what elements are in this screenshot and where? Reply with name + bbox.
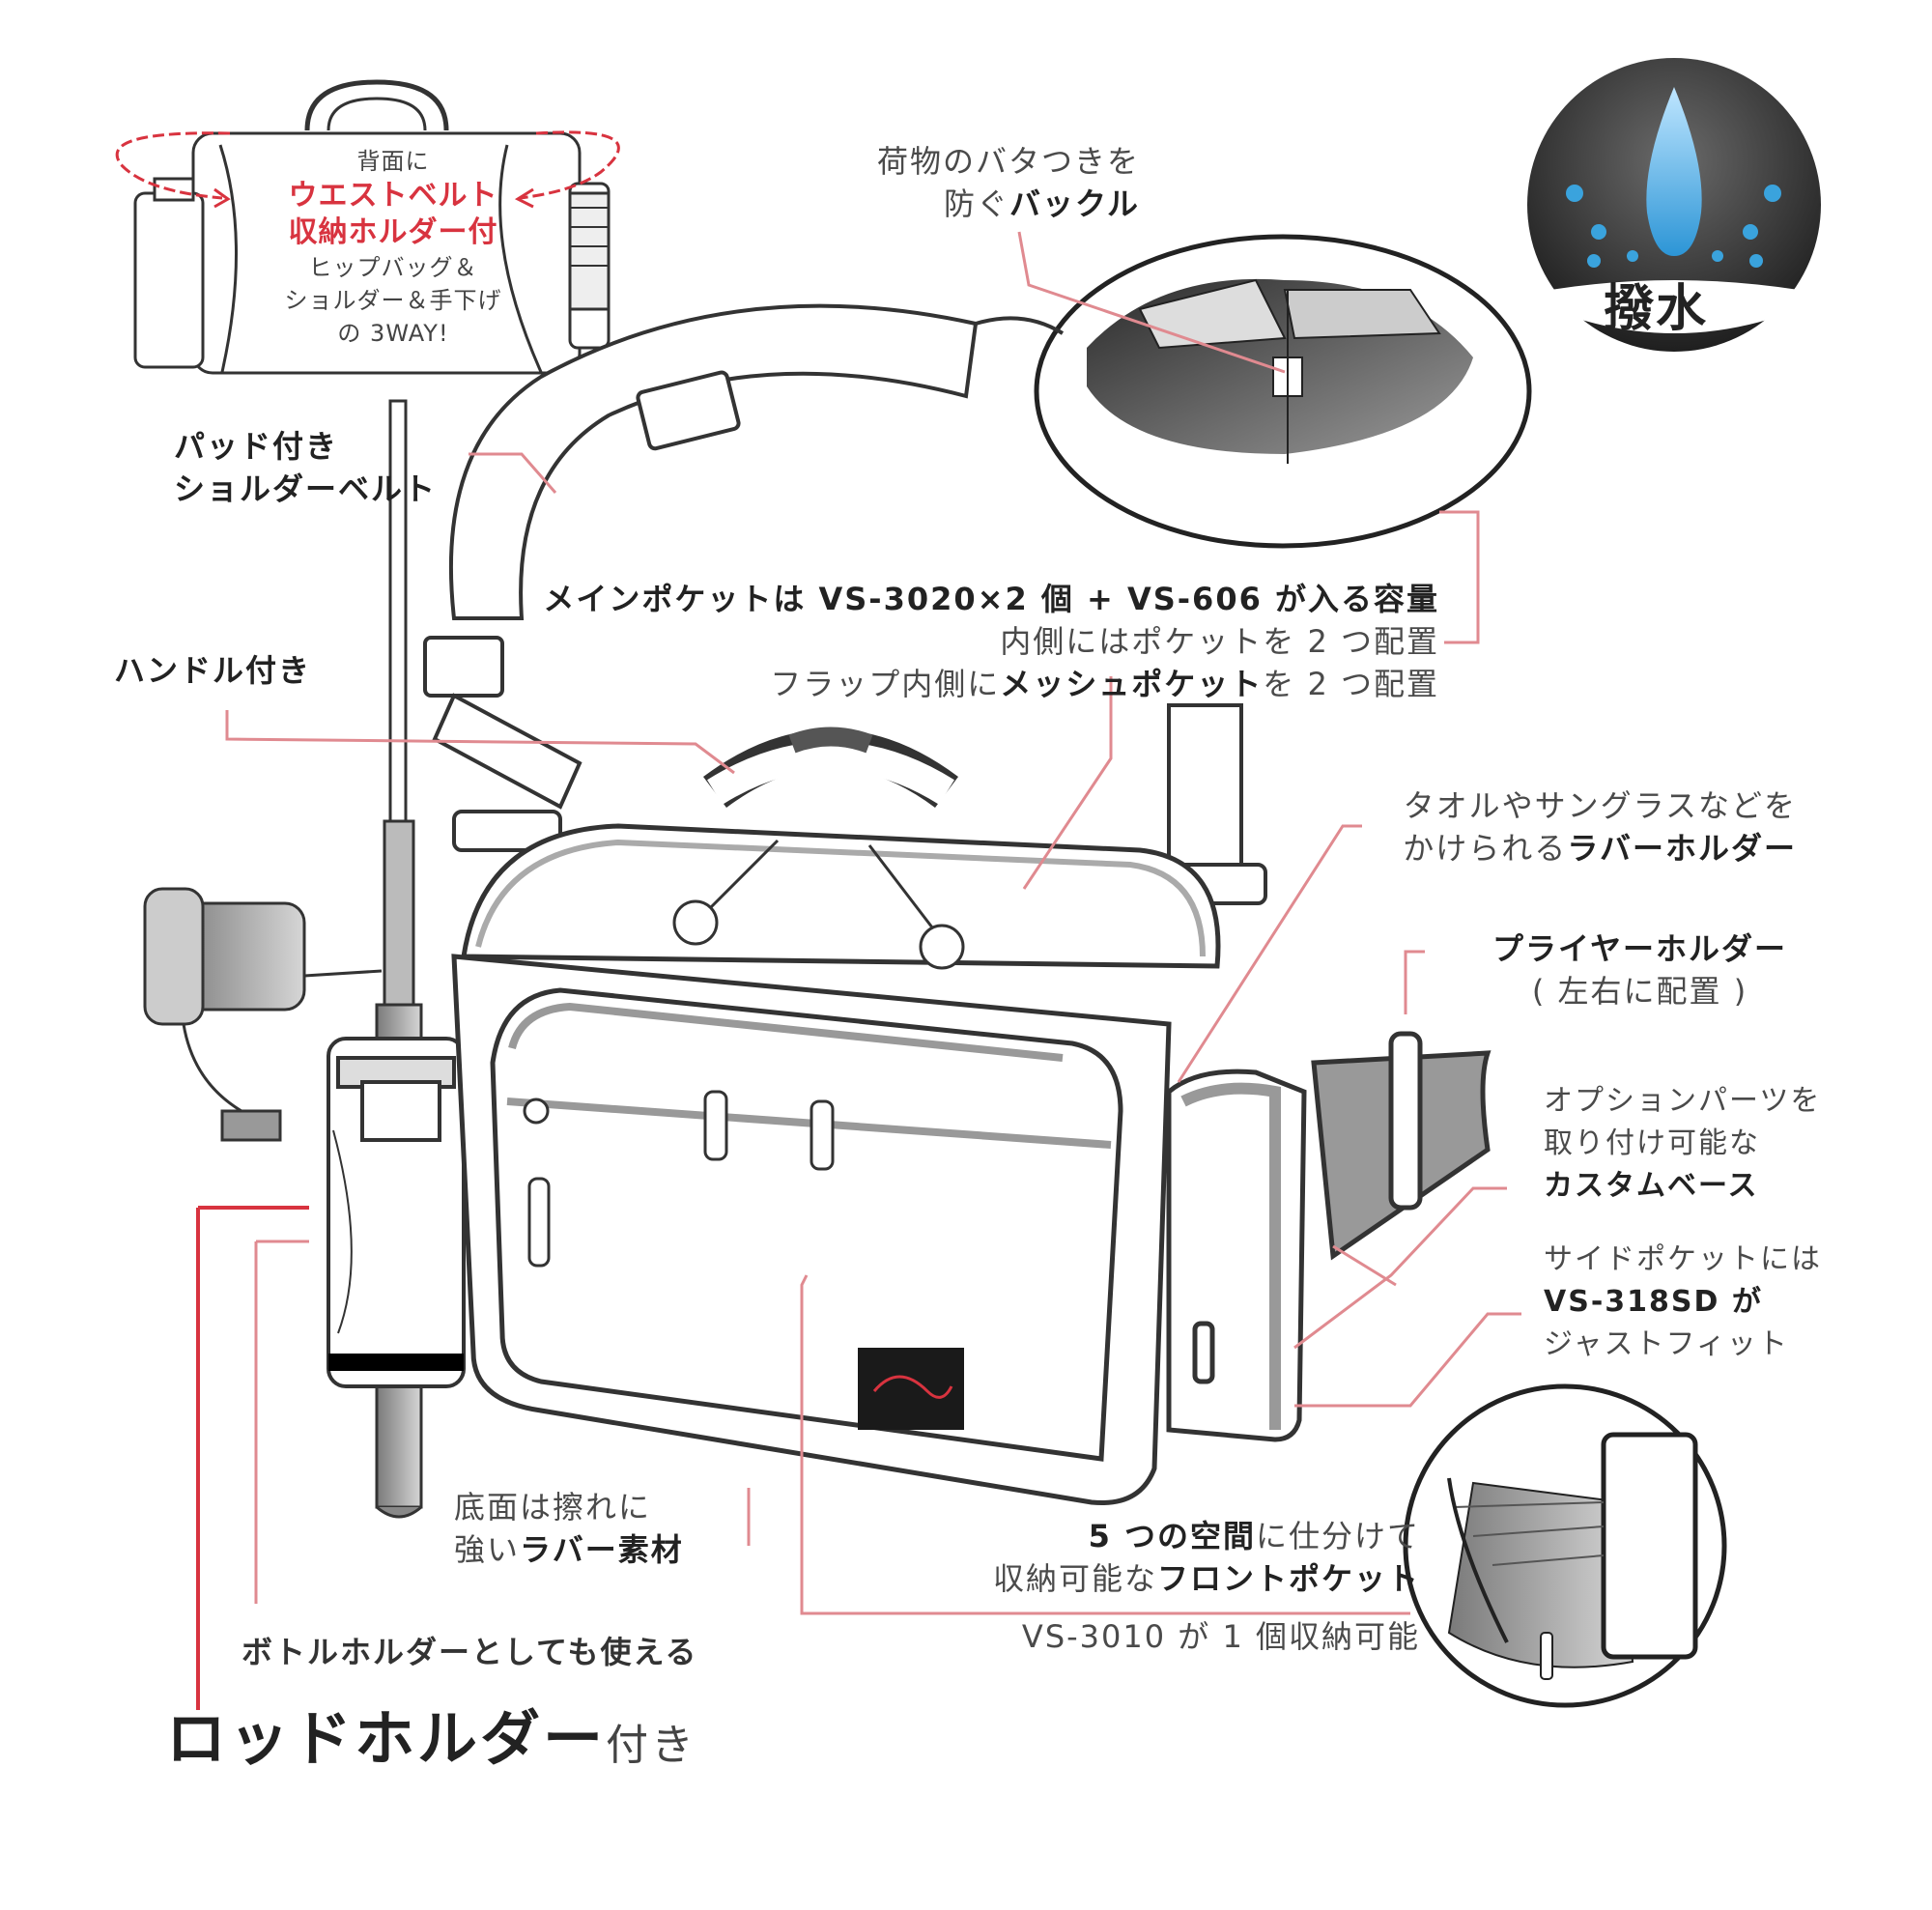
shoulder-strap [423, 303, 1267, 905]
plier-holder-line1: プライヤーホルダー [1492, 930, 1788, 967]
custom-base-line1: オプションパーツを [1544, 1084, 1822, 1118]
bottom-line2-bold: ラバー素材 [520, 1531, 684, 1568]
main-pocket-line1-rest: は VS-3020×2 個 + VS-606 が入る容量 [773, 581, 1439, 617]
buckle-zoom-circle [1034, 234, 1532, 549]
main-pocket-line1-bold: メインポケット [543, 581, 774, 617]
back-view-line6: の 3WAY! [337, 320, 449, 347]
custom-base-line3: カスタムベース [1544, 1169, 1759, 1203]
side-pocket-drawing [1166, 1031, 1492, 1442]
side-pocket-label: サイドポケットには VS-318SD が ジャストフィット [1544, 1239, 1822, 1366]
front-pocket-line2-bold: フロントポケット [1156, 1560, 1420, 1597]
brand-patch [858, 1348, 964, 1430]
main-pocket-line3-post: を 2 つ配置 [1263, 666, 1439, 702]
shoulder-belt-label: パッド付き ショルダーベルト [174, 425, 437, 510]
shoulder-belt-line1: パッド付き [174, 428, 339, 465]
side-pocket-line2: VS-318SD が [1544, 1285, 1763, 1319]
buckle-line2-bold: バックル [1009, 185, 1140, 222]
back-view-line1: 背面に [356, 148, 430, 175]
main-pocket-label: メインポケットは VS-3020×2 個 + VS-606 が入る容量 内側には… [541, 578, 1439, 705]
spinning-reel-drawing [143, 887, 383, 1142]
buckle-line1: 荷物のバタつきを [876, 143, 1140, 180]
front-pocket-zoom-circle [1403, 1383, 1727, 1708]
main-bag-drawing [451, 727, 1221, 1506]
rod-holder-drawing [327, 1037, 466, 1388]
side-pocket-line1: サイドポケットには [1544, 1242, 1822, 1276]
buckle-line2-pre: 防ぐ [943, 185, 1009, 222]
bottom-material-label: 底面は擦れに 強いラバー素材 [454, 1486, 684, 1571]
front-pocket-line1-bold: 5 つの空間 [1088, 1518, 1256, 1554]
plier-holder-label: プライヤーホルダー ( 左右に配置 ) [1492, 927, 1787, 1012]
rubber-holder-line2-pre: かけられる [1403, 830, 1568, 867]
handle-label: ハンドル付き [114, 652, 312, 689]
front-pocket-line1-rest: に仕分けて [1255, 1518, 1420, 1554]
water-repellent-label: 撥水 [1604, 280, 1709, 338]
plier-holder-line2: ( 左右に配置 ) [1531, 973, 1748, 1010]
bottle-holder-label: ボトルホルダーとしても使える [242, 1634, 698, 1670]
custom-base-label: オプションパーツを 取り付け可能な カスタムベース [1544, 1080, 1821, 1208]
rotation-arrow-right-icon [519, 130, 620, 200]
main-pocket-line2: 内側にはポケットを 2 つ配置 [1000, 623, 1439, 660]
rubber-holder-label: タオルやサングラスなどを かけられるラバーホルダー [1391, 784, 1797, 869]
back-view-drawing [133, 79, 611, 375]
rod-holder-label: ロッドホルダー付き [166, 1702, 696, 1782]
back-view-line2: ウエストベルト [288, 179, 498, 213]
back-view-line5: ショルダー＆手下げ [284, 287, 502, 314]
bottom-line2-pre: 強い [454, 1531, 521, 1568]
leader-lines [196, 231, 1521, 1710]
rod-holder-suffix: 付き [606, 1721, 697, 1770]
back-view-label: 背面に ウエストベルト 収納ホルダー付 ヒップバッグ＆ ショルダー＆手下げ の … [234, 145, 553, 350]
rod-holder-main: ロッドホルダー [166, 1703, 607, 1774]
rubber-holder-line1: タオルやサングラスなどを [1403, 787, 1797, 824]
front-pocket-label: 5 つの空間に仕分けて 収納可能なフロントポケット VS-3010 が 1 個収… [927, 1515, 1420, 1658]
shoulder-belt-line2: ショルダーベルト [174, 470, 438, 507]
front-pocket-line3: VS-3010 が 1 個収納可能 [1021, 1618, 1420, 1655]
rubber-holder-line2-bold: ラバーホルダー [1567, 830, 1797, 867]
front-pocket-line2-pre: 収納可能な [992, 1560, 1157, 1597]
buckle-label: 荷物のバタつきを 防ぐバックル [821, 140, 1140, 225]
back-view-line4: ヒップバッグ＆ [308, 254, 478, 281]
back-view-line3: 収納ホルダー付 [288, 215, 498, 249]
custom-base-line2: 取り付け可能な [1544, 1126, 1760, 1160]
main-pocket-line3-pre: フラップ内側に [770, 666, 1001, 702]
side-pocket-line3: ジャストフィット [1544, 1327, 1789, 1361]
water-repellent-badge [1527, 58, 1821, 352]
main-pocket-line3-bold: メッシュポケット [1000, 666, 1264, 702]
bottom-line1: 底面は擦れに [454, 1489, 652, 1525]
